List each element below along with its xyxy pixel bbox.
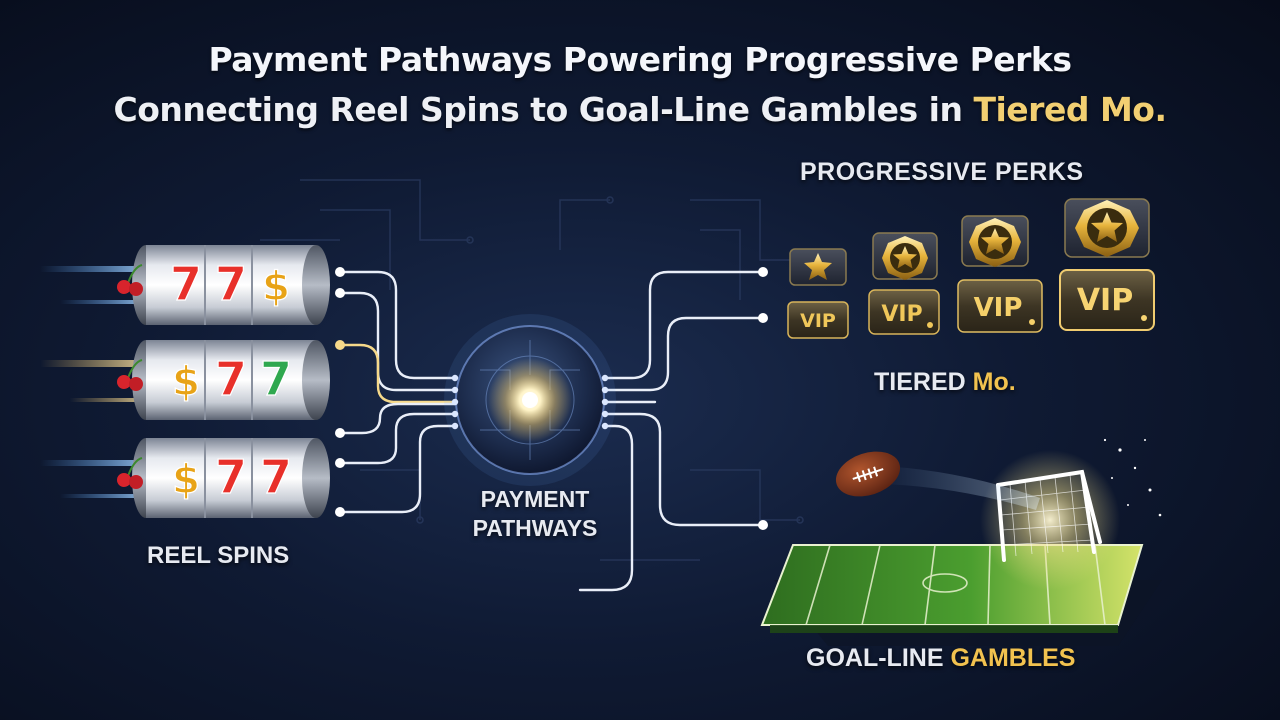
reel-cap-right xyxy=(302,438,330,518)
star-badge-tier-4 xyxy=(1064,198,1150,258)
payment-hub xyxy=(444,314,616,486)
star-badges xyxy=(789,198,1150,286)
star-badge-tier-1 xyxy=(789,248,847,286)
vip-card-tier-2: VIP xyxy=(868,289,940,335)
goal-line-gambles-label: GOAL-LINE GAMBLES xyxy=(806,644,1075,673)
vip-cards: VIP VIP VIP VIP xyxy=(787,269,1155,339)
endpoint-dots xyxy=(335,267,768,530)
seven-symbol: 7 xyxy=(215,352,247,406)
title-line-2-accent: Tiered Mo. xyxy=(973,90,1167,129)
goal-label-accent: GAMBLES xyxy=(950,644,1076,672)
perk-connection-lines xyxy=(578,270,765,592)
reel-cap-right xyxy=(302,340,330,420)
star-icon xyxy=(1091,212,1123,242)
cherry-icon xyxy=(117,359,143,391)
vip-text: VIP xyxy=(881,302,922,327)
vip-text: VIP xyxy=(974,293,1023,323)
payment-label-line-2: PATHWAYS xyxy=(472,515,598,541)
seven-symbol: 7 xyxy=(260,352,292,406)
tiered-label-accent: Mo. xyxy=(972,368,1016,396)
tiered-label: TIERED Mo. xyxy=(874,368,1016,397)
reel-cap-right xyxy=(302,245,330,325)
reel-spins-label: REEL SPINS xyxy=(147,542,290,569)
speed-streaks xyxy=(40,266,150,498)
cherry-icon xyxy=(117,264,143,296)
dollar-symbol: $ xyxy=(172,359,200,405)
payment-label-line-1: PAYMENT xyxy=(480,486,590,512)
goal-post xyxy=(980,450,1120,590)
star-icon xyxy=(981,228,1009,254)
sparkles xyxy=(1103,438,1162,517)
football-icon xyxy=(835,451,901,497)
star-badge-tier-3 xyxy=(961,215,1029,267)
reel-body xyxy=(146,438,316,518)
vip-card-tier-3: VIP xyxy=(957,279,1043,333)
star-icon xyxy=(893,246,917,269)
vip-card-tier-4: VIP xyxy=(1059,269,1155,331)
ball-trail xyxy=(880,466,1040,510)
seven-symbol: 7 xyxy=(170,257,202,311)
reel-body xyxy=(146,245,316,325)
progressive-perks-label: PROGRESSIVE PERKS xyxy=(800,158,1084,186)
vip-text: VIP xyxy=(1077,283,1133,318)
seven-symbol: 7 xyxy=(260,450,292,504)
title-line-2: Connecting Reel Spins to Goal-Line Gambl… xyxy=(0,90,1280,129)
reel-body xyxy=(146,340,316,420)
title-line-2-main: Connecting Reel Spins to Goal-Line Gambl… xyxy=(113,90,974,129)
payment-pathways-label: PAYMENT PATHWAYS xyxy=(440,485,630,543)
title-line-1: Payment Pathways Powering Progressive Pe… xyxy=(208,40,1072,79)
star-icon xyxy=(804,253,832,280)
star-badge-tier-2 xyxy=(872,232,938,280)
reel-connection-lines xyxy=(338,270,457,514)
seven-symbol: 7 xyxy=(215,257,247,311)
dollar-symbol: $ xyxy=(262,264,290,310)
cherry-icon xyxy=(117,457,143,489)
vip-card-tier-1: VIP xyxy=(787,301,849,339)
seven-symbol: 7 xyxy=(215,450,247,504)
dollar-symbol: $ xyxy=(172,457,200,503)
vip-text: VIP xyxy=(800,310,836,332)
goal-label-main: GOAL-LINE xyxy=(806,644,951,672)
tiered-label-main: TIERED xyxy=(874,368,973,396)
